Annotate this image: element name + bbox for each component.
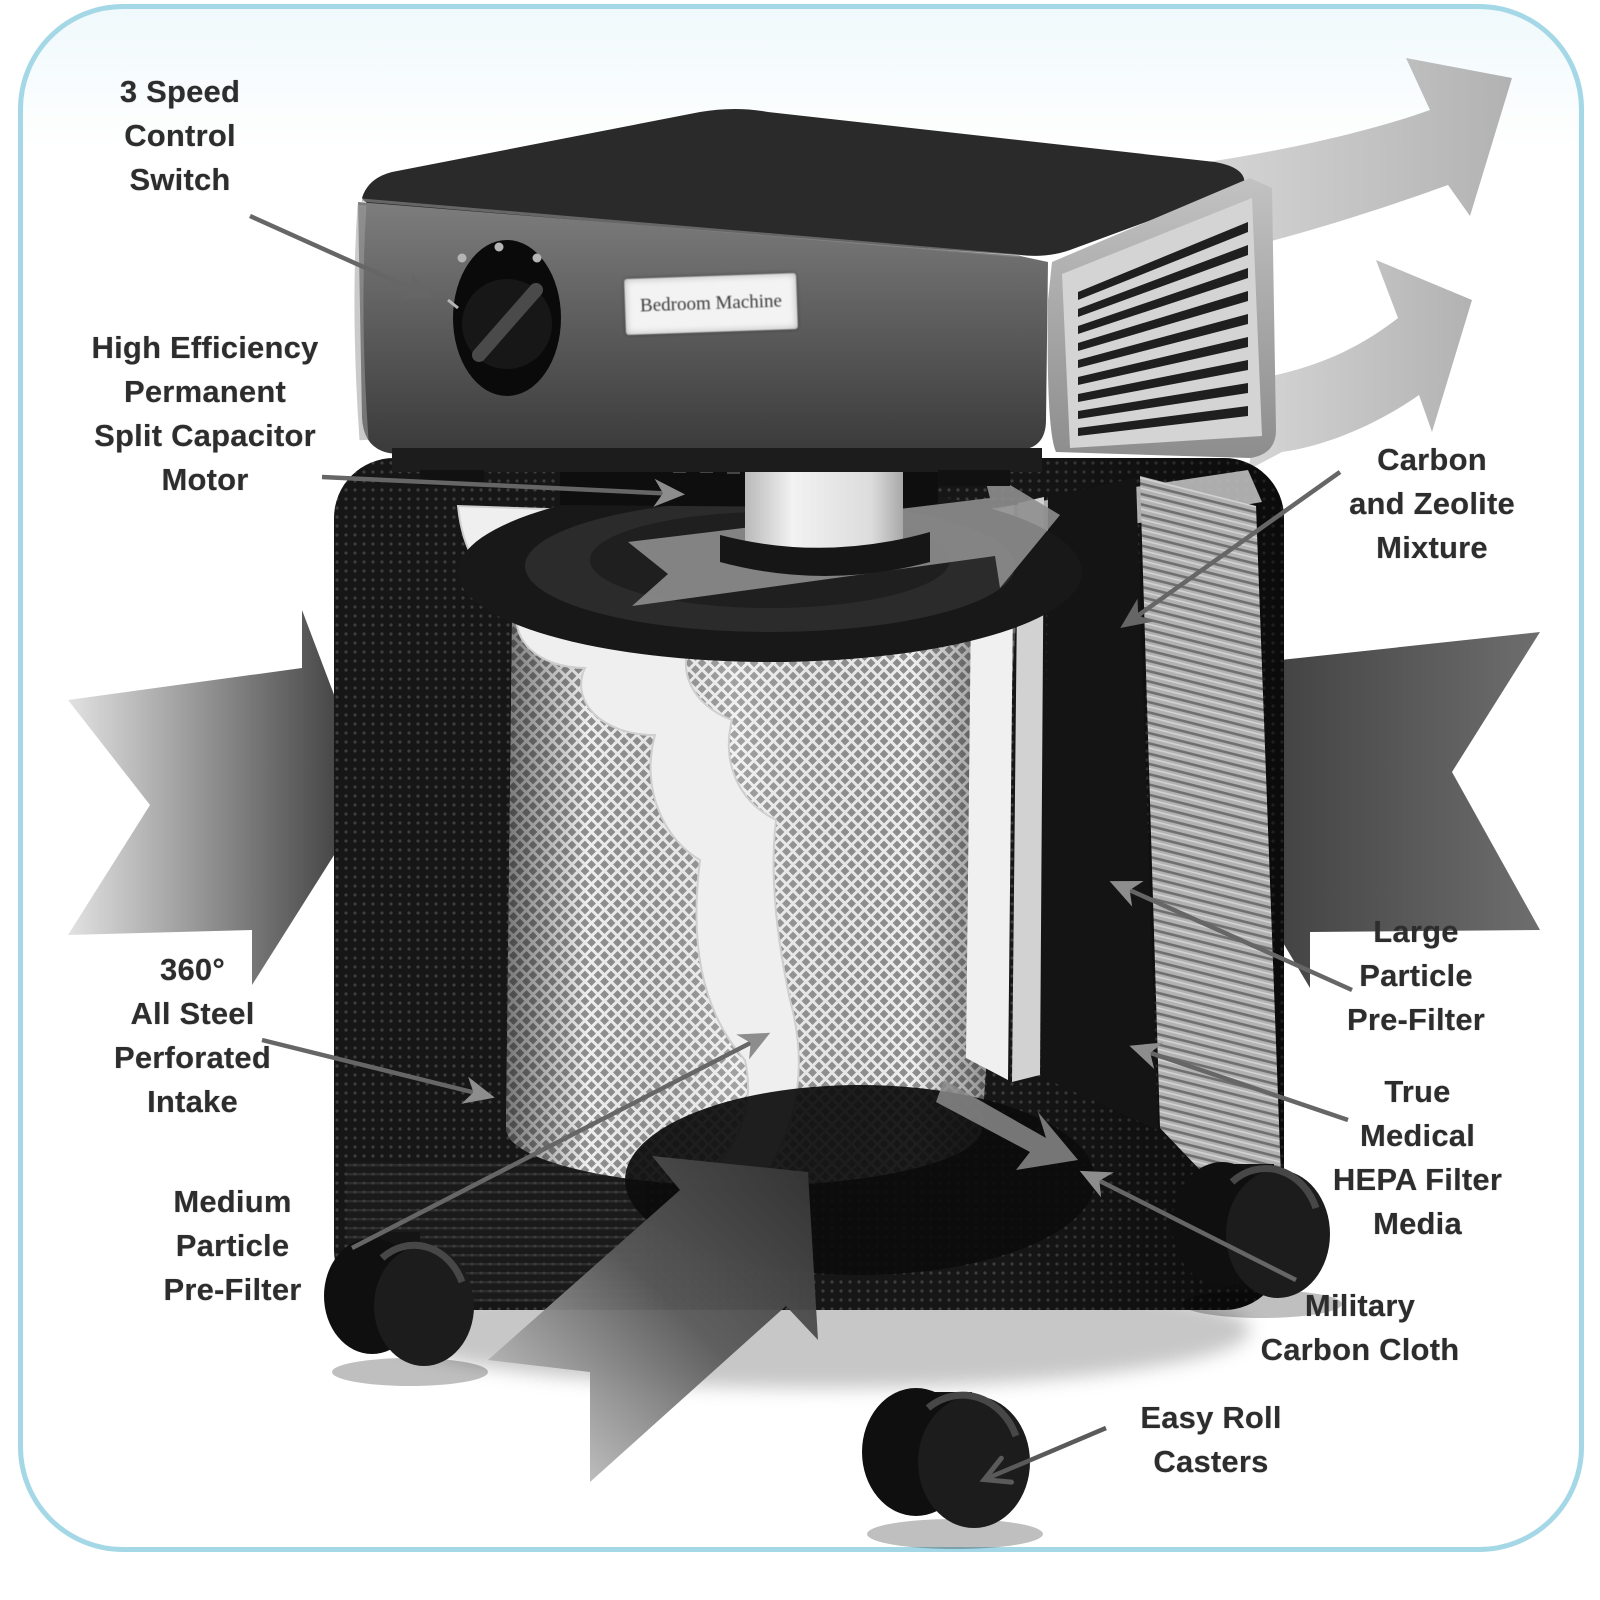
intake-arrow-bottom	[488, 1156, 818, 1482]
callout-label-intake: 360° All Steel Perforated Intake	[113, 952, 272, 1120]
carbon-cloth-panel	[1012, 497, 1044, 1082]
product-nameplate: Bedroom Machine	[624, 273, 798, 335]
control-head	[354, 109, 1276, 486]
callout-line-intake	[261, 1037, 495, 1104]
callout-line-medium-prefilter	[350, 1032, 771, 1251]
callout-label-hepa: True Medical HEPA Filter Media	[1332, 1074, 1503, 1242]
louver-vent-slats	[1078, 222, 1248, 436]
callout-line-speed-switch	[249, 213, 435, 299]
callout-label-motor: High Efficiency Permanent Split Capacito…	[91, 330, 319, 498]
airflow-internal-arrow	[936, 1080, 1078, 1170]
head-base-band	[392, 448, 1042, 472]
callout-line-carbon-cloth	[1079, 1170, 1298, 1283]
callout-label-casters: Easy Roll Casters	[1140, 1400, 1282, 1480]
caster-center	[862, 1388, 1043, 1549]
carbon-zeolite-panel	[1044, 478, 1158, 1130]
hepa-media-panel	[966, 505, 1014, 1080]
callout-label-medium-prefilter: Medium Particle Pre-Filter	[163, 1184, 302, 1308]
callout-label-carbon-cloth: Military Carbon Cloth	[1260, 1288, 1460, 1368]
airflow-out-arrow-top	[1208, 58, 1512, 249]
airflow-out-arrow-lower	[1248, 260, 1472, 470]
callout-line-hepa	[1129, 1042, 1349, 1123]
callout-line-large-prefilter	[1109, 881, 1353, 993]
callout-line-carbon-zeolite	[1120, 470, 1342, 629]
callout-lines	[249, 213, 1353, 1485]
callout-label-carbon-zeolite: Carbon and Zeolite Mixture	[1349, 442, 1515, 566]
intake-arrow-left	[68, 610, 372, 985]
callout-label-speed-switch: 3 Speed Control Switch	[119, 74, 241, 198]
caster-left	[324, 1232, 488, 1386]
callout-line-motor	[321, 474, 685, 507]
speed-control-knob	[447, 240, 561, 396]
callout-label-large-prefilter: Large Particle Pre-Filter	[1346, 914, 1486, 1038]
callout-line-casters	[979, 1425, 1107, 1485]
